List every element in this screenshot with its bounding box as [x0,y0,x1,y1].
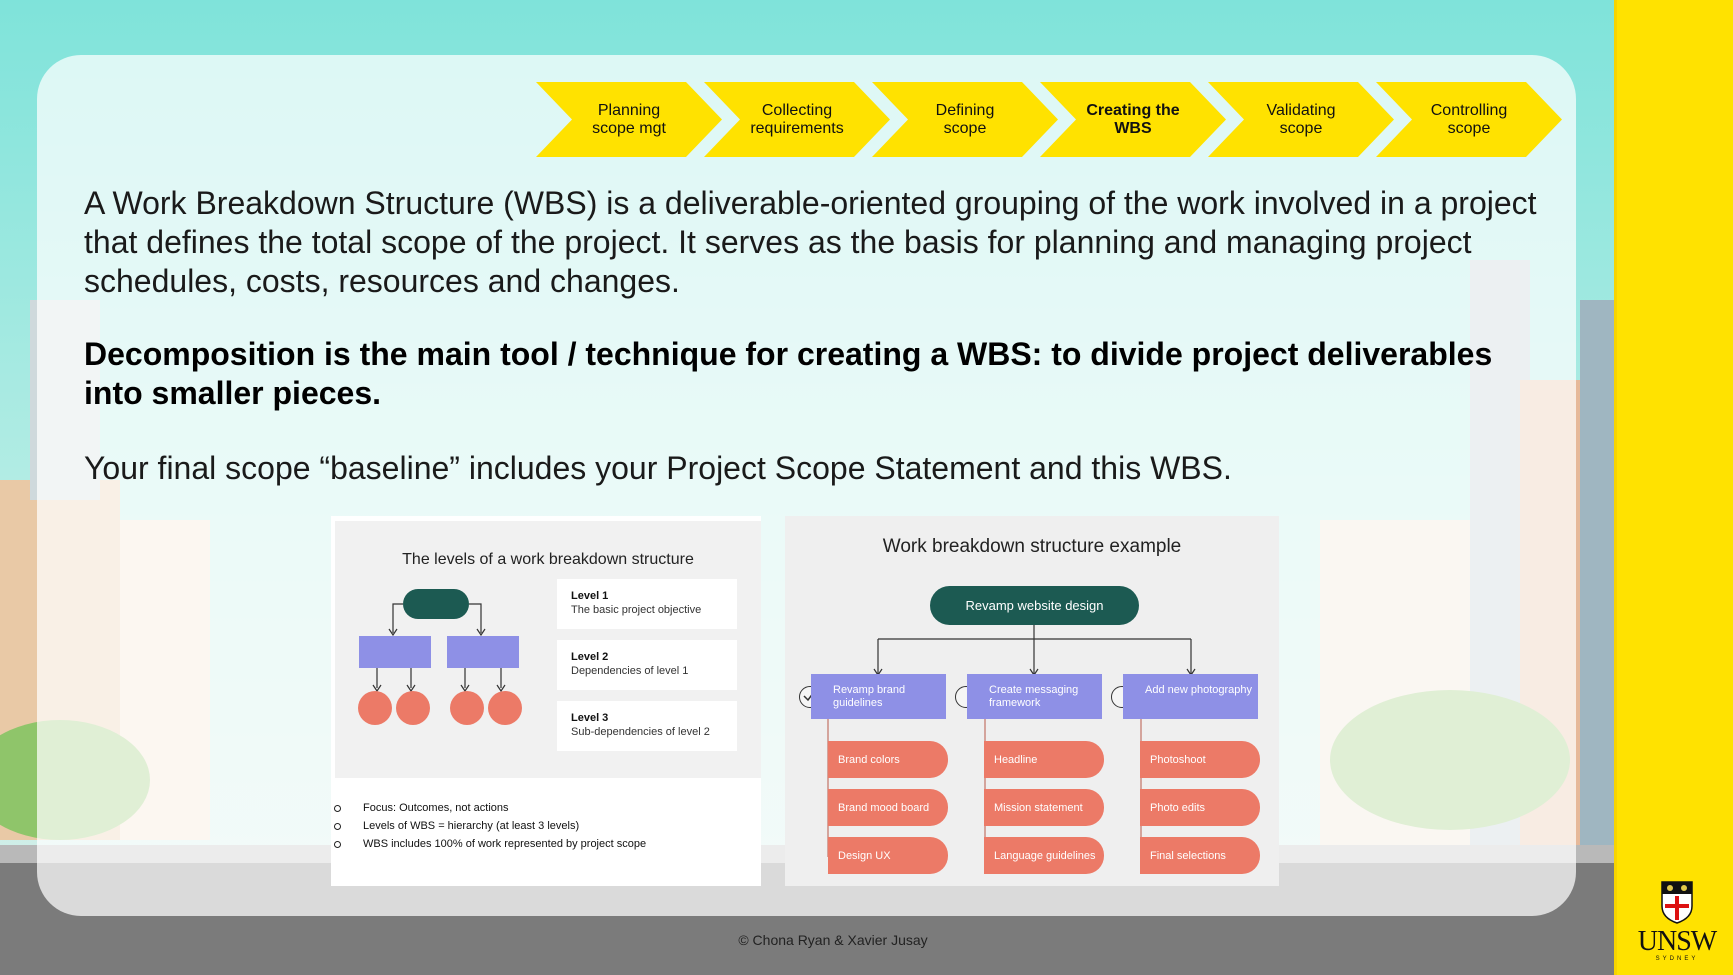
branch-label: Add new photography [1145,684,1253,696]
list-item: WBS includes 100% of work represented by… [331,838,761,856]
process-step-label: Validating scope [1266,101,1336,137]
level-3-box: Level 3 Sub-dependencies of level 2 [557,701,737,751]
wbs-branch-node: Create messaging framework [967,674,1102,719]
leaf-label: Photoshoot [1150,753,1206,766]
unsw-wordmark: UNSW [1637,926,1717,957]
level-1-box: Level 1 The basic project objective [557,579,737,629]
leaf-label: Language guidelines [994,849,1096,862]
process-step-label: Creating the WBS [1086,101,1180,137]
leaf-label: Mission statement [994,801,1083,814]
unsw-subtitle: SYDNEY [1655,956,1699,962]
list-item: Focus: Outcomes, not actions [331,802,761,820]
copyright-credit: © Chona Ryan & Xavier Jusay [738,932,928,948]
process-step-label: Planning scope mgt [592,101,666,137]
branch-label: Create messaging framework [989,684,1079,709]
wbs-bullet-list: Focus: Outcomes, not actions Levels of W… [331,802,761,856]
leaf-label: Design UX [838,849,891,862]
process-step-label: Defining scope [935,101,995,137]
wbs-leaf-node: Photo edits [1140,789,1260,826]
wbs-leaf-node: Photoshoot [1140,741,1260,778]
wbs-leaf-node: Brand colors [828,741,948,778]
decomposition-text: Decomposition is the main tool / techniq… [84,336,1493,411]
wbs-leaf-node: Language guidelines [984,837,1104,874]
level-2-box: Level 2 Dependencies of level 1 [557,640,737,690]
process-step-3: Defining scope [872,82,1058,157]
unsw-logo: UNSW SYDNEY [1634,878,1720,963]
leaf-label: Final selections [1150,849,1226,862]
levels-diagram-title: The levels of a work breakdown structure [402,551,694,568]
process-step-4: Creating the WBS [1040,82,1226,157]
leaf-label: Headline [994,753,1038,766]
process-step-6: Controlling scope [1376,82,1562,157]
example-title: Work breakdown structure example [882,536,1182,557]
crest-icon [1661,881,1693,924]
process-chevron-bar: Planning scope mgt Collecting requirement… [536,82,1562,157]
leaf-label: Brand mood board [838,801,930,814]
wbs-leaf-node: Final selections [1140,837,1260,874]
wbs-root-node: Revamp website design [930,586,1139,625]
branch-label: Revamp brand guidelines [833,684,906,709]
process-step-label: Collecting requirements [750,101,844,137]
wbs-branch-node: Revamp brand guidelines [811,674,946,719]
levels-tree-graphic [358,589,522,725]
wbs-leaf-node: Brand mood board [828,789,948,826]
wbs-leaf-node: Headline [984,741,1104,778]
process-step-label: Controlling scope [1430,101,1508,137]
list-item: Levels of WBS = hierarchy (at least 3 le… [331,820,761,838]
wbs-levels-panel: The levels of a work breakdown structure… [331,516,761,886]
wbs-definition-text: A Work Breakdown Structure (WBS) is a de… [84,185,1537,299]
process-step-5: Validating scope [1208,82,1394,157]
wbs-branch-node: Add new photography [1123,674,1258,719]
brand-band [1614,0,1733,975]
leaf-label: Photo edits [1150,801,1206,814]
process-step-1: Planning scope mgt [536,82,722,157]
wbs-leaf-node: Design UX [828,837,948,874]
wbs-example-panel: Work breakdown structure example Revamp … [785,516,1279,886]
leaf-label: Brand colors [838,753,900,766]
wbs-levels-diagram: The levels of a work breakdown structure… [335,521,761,778]
wbs-leaf-node: Mission statement [984,789,1104,826]
baseline-text: Your final scope “baseline” includes you… [84,450,1232,486]
process-step-2: Collecting requirements [704,82,890,157]
